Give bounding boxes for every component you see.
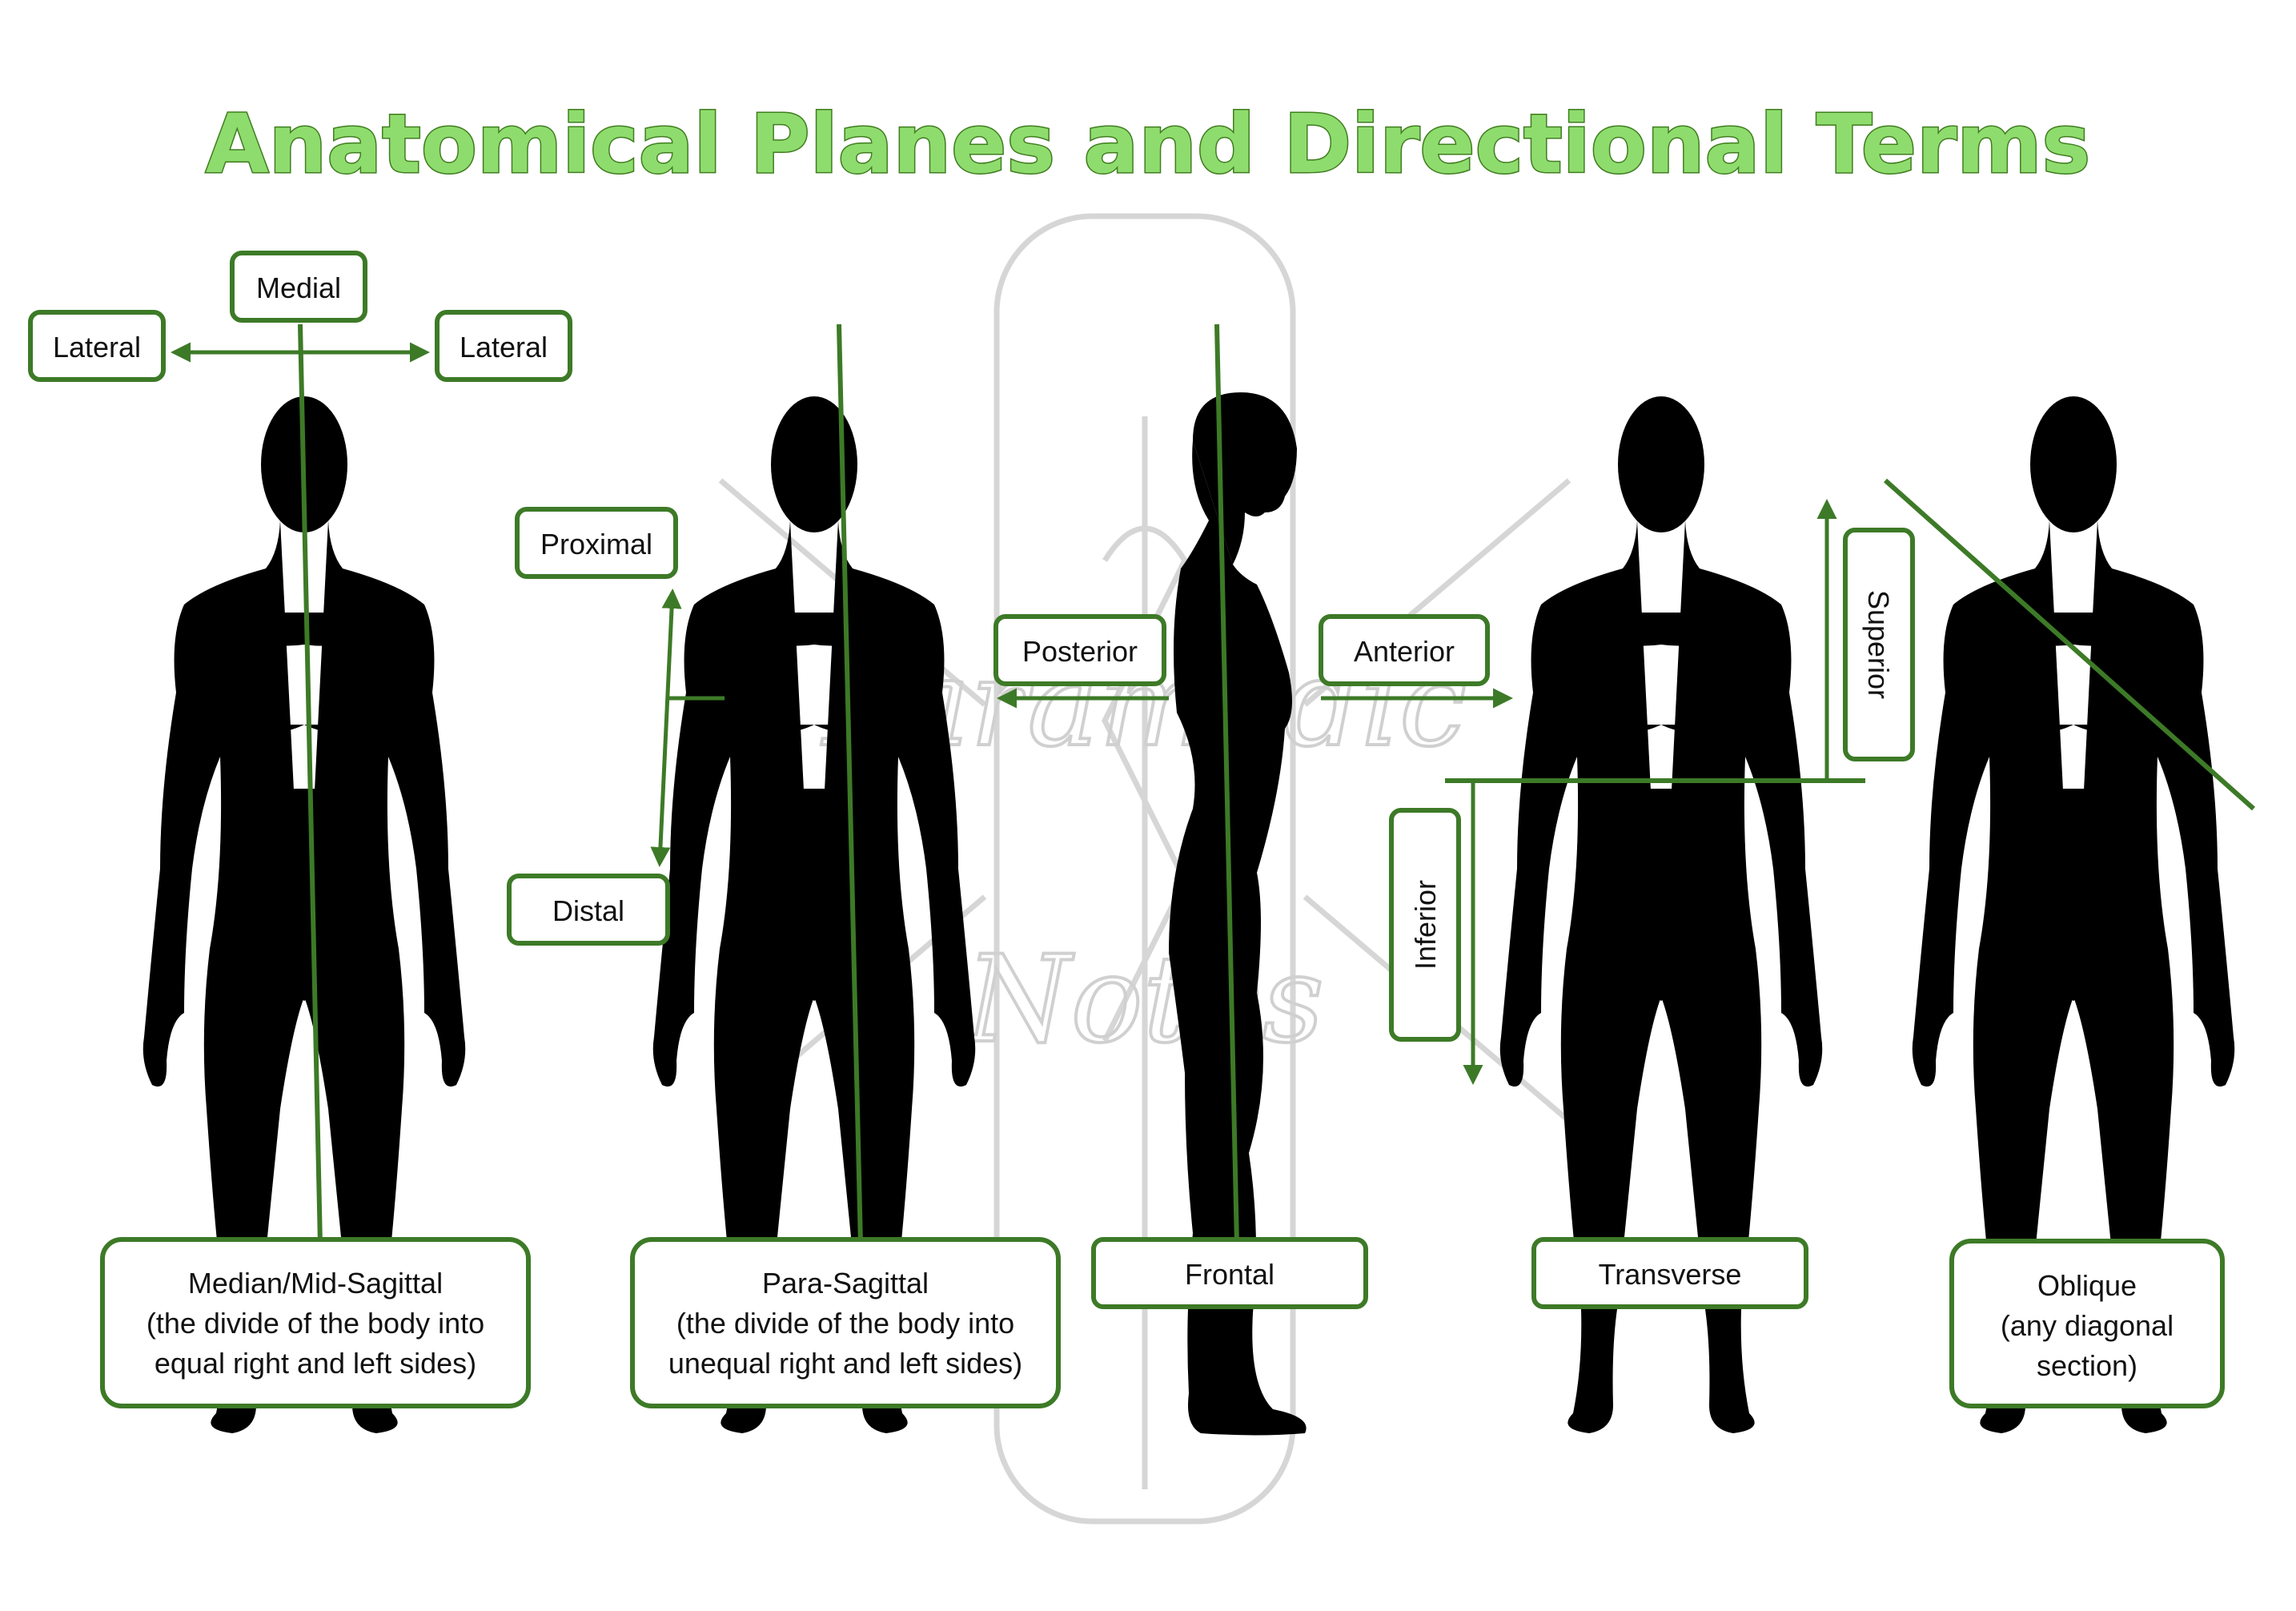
caption-median: Median/Mid-Sagittal (the divide of the b… — [102, 1239, 528, 1406]
svg-text:Lateral: Lateral — [53, 331, 141, 364]
label-distal: Distal — [509, 876, 668, 943]
watermark-line2: Notes — [963, 930, 1324, 1070]
svg-text:Frontal: Frontal — [1185, 1258, 1274, 1291]
label-superior: Superior — [1845, 530, 1913, 759]
svg-text:Lateral: Lateral — [460, 331, 548, 364]
caption-parasagittal: Para-Sagittal (the divide of the body in… — [632, 1239, 1058, 1406]
page-title: Anatomical Planes and Directional Terms — [206, 97, 2091, 192]
svg-text:(the divide of the body into: (the divide of the body into — [676, 1307, 1014, 1340]
svg-text:Posterior: Posterior — [1022, 635, 1138, 668]
svg-text:(the divide of the body into: (the divide of the body into — [147, 1307, 484, 1340]
svg-text:equal right and left sides): equal right and left sides) — [155, 1347, 476, 1380]
caption-frontal: Frontal — [1094, 1239, 1366, 1307]
svg-text:Medial: Medial — [256, 271, 341, 304]
svg-text:Para-Sagittal: Para-Sagittal — [762, 1267, 929, 1300]
svg-text:Superior: Superior — [1862, 590, 1895, 699]
svg-text:Distal: Distal — [552, 894, 624, 927]
label-lateral-right: Lateral — [437, 312, 570, 380]
caption-oblique: Oblique (any diagonal section) — [1952, 1241, 2222, 1406]
label-anterior: Anterior — [1321, 617, 1487, 684]
svg-text:Anterior: Anterior — [1354, 635, 1455, 668]
svg-text:Transverse: Transverse — [1599, 1258, 1742, 1291]
label-proximal: Proximal — [517, 509, 676, 577]
svg-text:Oblique: Oblique — [2037, 1269, 2137, 1302]
label-medial: Medial — [232, 253, 365, 320]
svg-text:Proximal: Proximal — [540, 528, 652, 560]
proximal-distal-arrow — [660, 593, 672, 863]
caption-transverse: Transverse — [1534, 1239, 1806, 1307]
label-posterior: Posterior — [996, 617, 1164, 684]
svg-text:(any diagonal: (any diagonal — [2001, 1309, 2174, 1342]
svg-text:Inferior: Inferior — [1409, 880, 1442, 970]
label-inferior: Inferior — [1391, 810, 1459, 1039]
svg-text:section): section) — [2037, 1349, 2137, 1382]
svg-text:unequal right and left sides): unequal right and left sides) — [668, 1347, 1022, 1380]
label-lateral-left: Lateral — [30, 312, 163, 380]
svg-text:Median/Mid-Sagittal: Median/Mid-Sagittal — [188, 1267, 443, 1300]
